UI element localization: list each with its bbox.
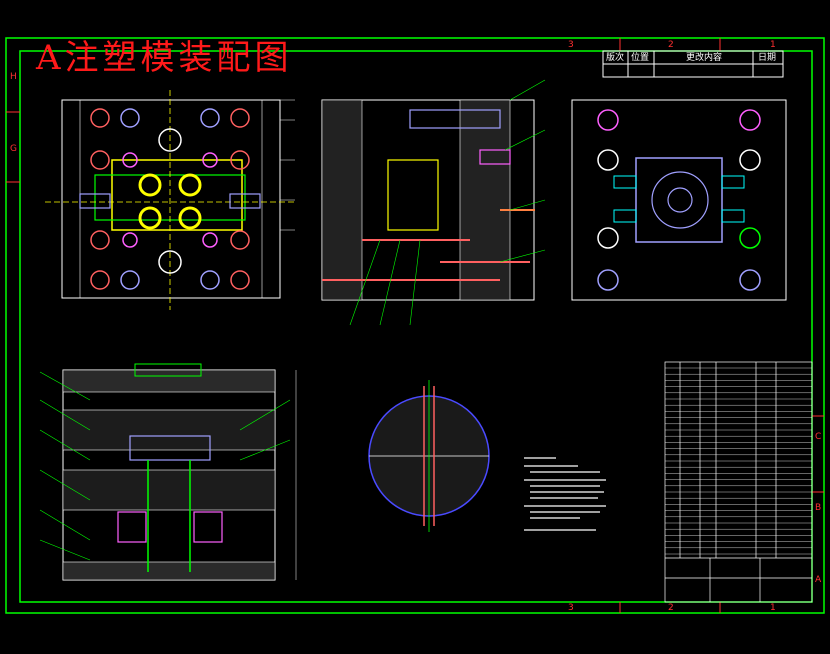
zone-top-3: 3 xyxy=(568,40,574,50)
zone-right-b: B xyxy=(815,503,822,513)
zone-right-c: C xyxy=(815,432,822,442)
zone-bottom-1: 1 xyxy=(770,603,776,613)
drawing-title: A注塑模装配图 xyxy=(36,38,293,78)
parts-list-rows xyxy=(665,367,812,555)
revision-table xyxy=(602,50,784,78)
inner-frame xyxy=(19,50,813,603)
outer-frame xyxy=(5,37,825,614)
zone-bottom-3: 3 xyxy=(568,603,574,613)
section-view-bottom xyxy=(39,363,297,581)
zone-left-g: G xyxy=(10,144,17,154)
zone-bottom-2: 2 xyxy=(668,603,674,613)
zone-right-a: A xyxy=(815,575,822,585)
section-view-top xyxy=(321,79,546,326)
plan-view-left xyxy=(45,90,295,310)
revision-header-version: 版次 xyxy=(606,53,625,63)
revision-header-date: 日期 xyxy=(758,53,777,63)
plan-view-right xyxy=(571,99,787,301)
revision-header-position: 位置 xyxy=(631,53,650,63)
detail-view-circle xyxy=(368,380,490,532)
parts-list xyxy=(664,361,813,603)
zone-top-2: 2 xyxy=(668,40,674,50)
zone-ticks xyxy=(6,38,824,613)
technical-notes xyxy=(524,457,606,531)
zone-top-1: 1 xyxy=(770,40,776,50)
zone-left-h: H xyxy=(10,72,17,82)
revision-header-change: 更改内容 xyxy=(686,53,723,63)
